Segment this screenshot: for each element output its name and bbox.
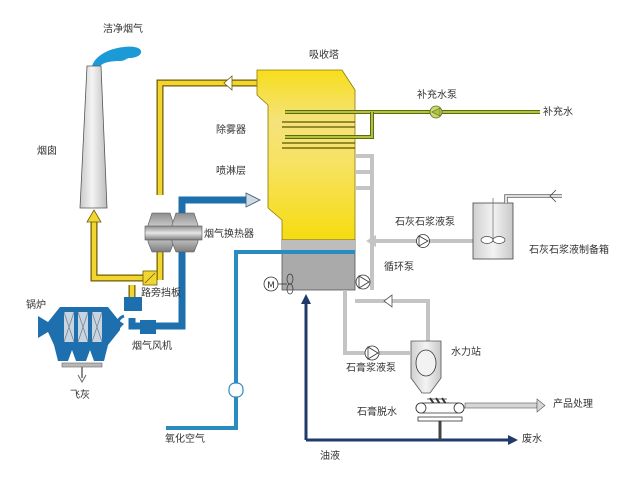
label-hydrocyclone: 水力站 (451, 347, 481, 358)
product-arrow (464, 398, 546, 413)
label-oil: 油液 (320, 451, 340, 462)
agitator-motor: M (263, 273, 294, 295)
label-clean-flue-gas: 洁净烟气 (103, 24, 143, 35)
motor-icon: M (267, 281, 275, 291)
spray-feed-lines (355, 154, 374, 290)
label-limestone-slurry-tank: 石灰石浆液制备箱 (529, 245, 609, 256)
makeup-water-pump-icon (429, 105, 443, 119)
chimney (79, 65, 108, 209)
limestone-slurry-tank (472, 189, 562, 260)
label-demister: 除雾器 (216, 125, 246, 136)
gas-heat-exchanger (144, 212, 203, 253)
gypsum-slurry-lines (343, 290, 430, 355)
circulation-pump-icon (355, 274, 371, 290)
label-fly-ash: 飞灰 (70, 390, 90, 401)
label-chimney: 烟囱 (37, 146, 57, 157)
chimney-inlet-arrow (86, 209, 102, 223)
label-oxidation-air: 氧化空气 (165, 434, 205, 445)
boiler-precipitator (38, 307, 120, 384)
gypsum-dewatering-belt (415, 397, 465, 422)
clean-gas-pipes (90, 79, 258, 300)
label-product-processing: 产品处理 (553, 399, 593, 410)
oil-waste-water-line (301, 294, 518, 445)
clean-flue-gas-plume (92, 46, 142, 66)
label-bypass-damper: 路旁挡板 (141, 288, 181, 299)
label-absorber: 吸收塔 (309, 50, 339, 61)
label-gypsum-slurry-pump: 石膏浆液泵 (346, 363, 396, 374)
label-waste-water: 废水 (522, 434, 542, 445)
tower-inlet-arrow (245, 192, 261, 208)
label-makeup-water-pump: 补充水泵 (417, 90, 457, 101)
absorber-tower (256, 69, 356, 291)
makeup-water-pipes (285, 110, 540, 139)
limestone-slurry-line (366, 234, 478, 248)
label-spray-layer: 喷淋层 (216, 166, 246, 177)
oxidation-air-pipe (166, 250, 355, 430)
bypass-damper (142, 270, 158, 286)
label-gypsum-dewatering: 石膏脱水 (357, 407, 397, 418)
raw-gas-pipes (128, 196, 248, 330)
label-gas-heat-exchanger: 烟气换热器 (204, 229, 254, 240)
gypsum-slurry-pump-icon (364, 345, 380, 361)
return-arrow (383, 294, 393, 308)
label-limestone-slurry-pump: 石灰石浆液泵 (395, 217, 455, 228)
label-boiler: 锅炉 (26, 300, 46, 311)
label-makeup-water: 补充水 (543, 107, 573, 118)
tower-outlet-arrow (223, 75, 233, 91)
label-flue-gas-fan: 烟气风机 (132, 341, 172, 352)
label-circulation-pump: 循环泵 (384, 262, 414, 273)
hydrocyclone (410, 340, 442, 394)
